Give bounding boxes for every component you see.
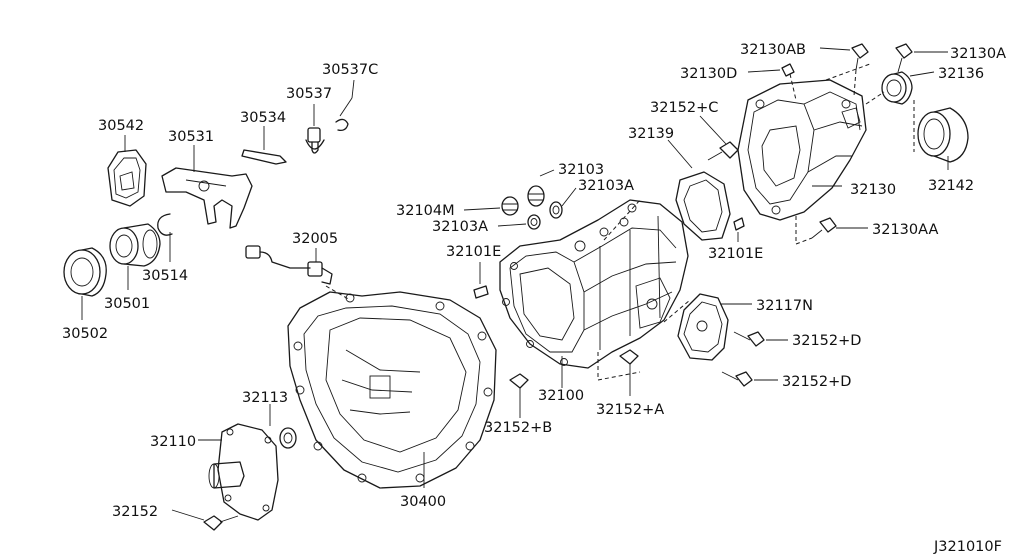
part-32152c-bolt xyxy=(699,115,739,161)
part-32130aa-bolt xyxy=(795,216,868,245)
label-32136: 32136 xyxy=(938,66,984,82)
label-32130a: 32130A xyxy=(950,46,1006,62)
part-32130ab-bolt xyxy=(819,43,869,97)
label-30542: 30542 xyxy=(98,118,144,134)
label-32139: 32139 xyxy=(628,126,674,142)
part-32152b-bolt xyxy=(509,373,529,418)
part-30537c-clip xyxy=(335,79,355,132)
label-32103: 32103 xyxy=(558,162,604,178)
label-32152a: 32152+A xyxy=(596,402,664,418)
part-32103a-washer-lower xyxy=(497,214,541,230)
part-32104m-plug xyxy=(463,196,519,216)
part-32152a-bolt xyxy=(619,349,639,396)
part-30502-seal xyxy=(63,247,107,320)
guide-line-cover xyxy=(663,299,691,323)
guide-line-case-rear xyxy=(603,199,641,241)
label-32101e-left: 32101E xyxy=(446,244,501,260)
label-32103a-lower: 32103A xyxy=(432,219,488,235)
label-32117n: 32117N xyxy=(756,298,813,314)
part-32100-transmission-case xyxy=(499,199,689,388)
label-30501: 30501 xyxy=(104,296,150,312)
part-32152-bolt xyxy=(171,509,239,531)
label-32130ab: 32130AB xyxy=(740,42,806,58)
part-30400-clutch-housing xyxy=(287,285,497,489)
part-32130d-dowel xyxy=(747,63,797,101)
label-32113: 32113 xyxy=(242,390,288,406)
part-30501-release-bearing xyxy=(109,223,161,290)
part-32152d-bolt-lower xyxy=(721,371,778,387)
part-32152d-bolt-upper xyxy=(733,331,788,347)
part-30537-pivot-ball xyxy=(305,104,325,154)
label-32130: 32130 xyxy=(850,182,896,198)
part-30534-retainer-spring xyxy=(241,126,287,165)
part-32136-oil-seal xyxy=(881,71,935,105)
label-30514: 30514 xyxy=(142,268,188,284)
label-32142: 32142 xyxy=(928,178,974,194)
label-32103a-upper: 32103A xyxy=(578,178,634,194)
part-32005-sensor-harness xyxy=(245,245,333,285)
label-30534: 30534 xyxy=(240,110,286,126)
part-32113-oil-seal xyxy=(269,404,297,449)
label-32101e-right: 32101E xyxy=(708,246,763,262)
label-32152c: 32152+C xyxy=(650,100,718,116)
label-32005: 32005 xyxy=(292,231,338,247)
part-32101e-dowel-right xyxy=(733,217,745,242)
label-32100: 32100 xyxy=(538,388,584,404)
label-30502: 30502 xyxy=(62,326,108,342)
part-30514-spring xyxy=(157,213,173,262)
label-32110: 32110 xyxy=(150,434,196,450)
part-32130-rear-extension xyxy=(737,63,885,221)
diagram-code: J321010F xyxy=(933,539,1002,555)
part-32139-gasket xyxy=(667,139,731,241)
part-32103a-washer-upper xyxy=(549,187,577,219)
label-32130aa: 32130AA xyxy=(872,222,938,238)
part-30542-pivot-bracket xyxy=(107,135,147,207)
label-30400: 30400 xyxy=(400,494,446,510)
label-32130d: 32130D xyxy=(680,66,737,82)
label-32152d-lower: 32152+D xyxy=(782,374,851,390)
part-32103-plug xyxy=(527,169,555,207)
label-32152: 32152 xyxy=(112,504,158,520)
label-32104m: 32104M xyxy=(396,203,455,219)
label-30537: 30537 xyxy=(286,86,332,102)
part-32110-front-cover xyxy=(198,423,279,521)
label-32152d-upper: 32152+D xyxy=(792,333,861,349)
part-30531-release-fork xyxy=(161,145,253,229)
part-32101e-dowel-left xyxy=(473,262,489,299)
part-32130a-bolt xyxy=(895,43,948,73)
label-32152b: 32152+B xyxy=(484,420,552,436)
part-32142-bushing xyxy=(913,100,969,170)
part-32117n-cover xyxy=(677,293,752,361)
label-30531: 30531 xyxy=(168,129,214,145)
label-30537c: 30537C xyxy=(322,62,378,78)
